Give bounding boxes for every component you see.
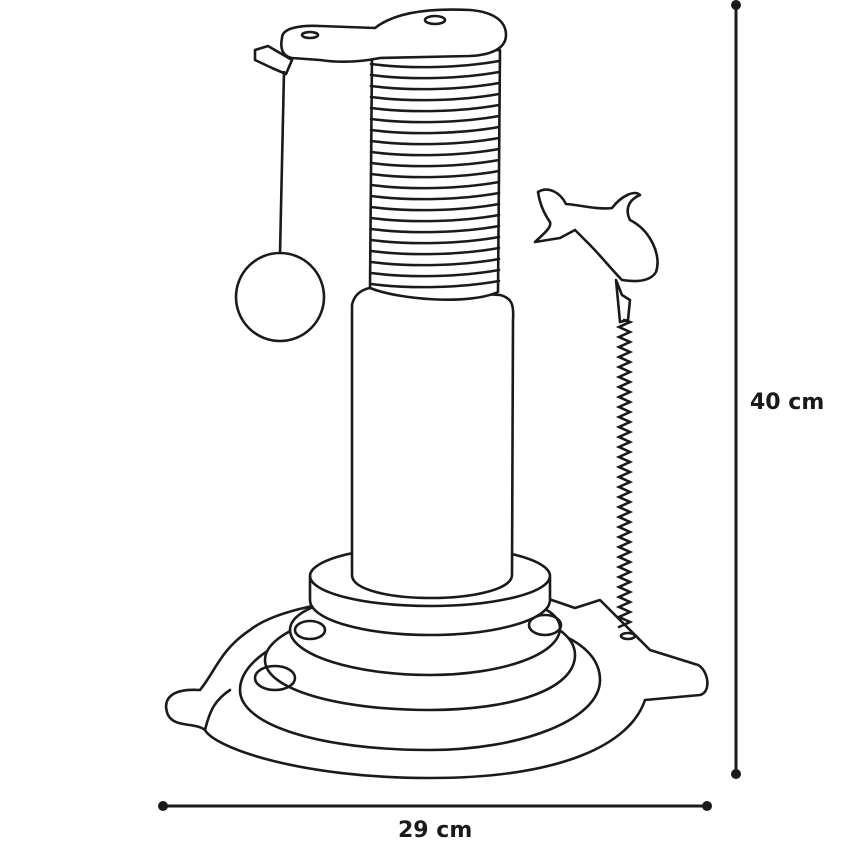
sisal-rope-section: [368, 48, 502, 301]
top-plate-hole: [300, 30, 320, 40]
hanging-ball-toy: [234, 44, 326, 343]
width-label: 29 cm: [398, 818, 473, 843]
height-label: 40 cm: [750, 390, 825, 415]
spring-mouse-toy: [533, 188, 659, 641]
width-dimension-line: [158, 801, 712, 811]
post-cylinder: [350, 286, 515, 600]
top-plate-hole: [423, 14, 447, 26]
top-plate: [280, 8, 508, 64]
height-dimension-line: [731, 0, 741, 779]
